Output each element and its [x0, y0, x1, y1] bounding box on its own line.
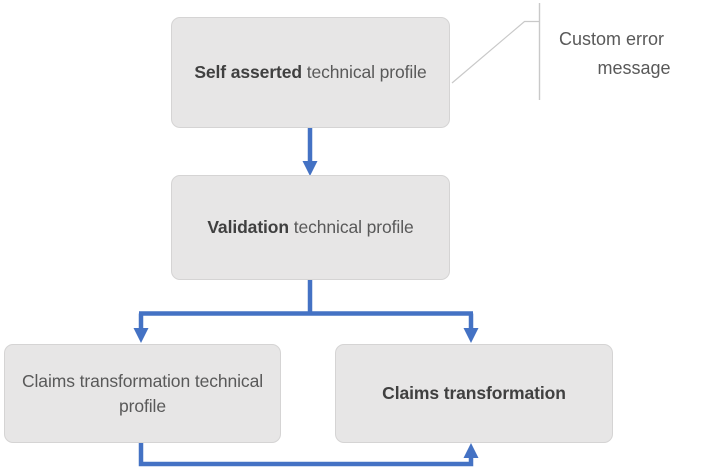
callout-leader-line: [451, 3, 541, 100]
node-label: Self asserted technical profile: [194, 62, 427, 82]
node-validation-technical-profile[interactable]: Validation technical profile: [171, 175, 450, 280]
callout-line-1: Custom error: [559, 29, 665, 49]
node-self-asserted-technical-profile[interactable]: Self asserted technical profile: [171, 17, 450, 128]
node-label: Claims transformation: [382, 383, 566, 403]
connector-self-asserted-to-validation: [302, 128, 318, 176]
connector-claims-feedback-loop: [138, 443, 479, 467]
node-claims-transformation-technical-profile[interactable]: Claims transformation technical profile: [4, 344, 281, 443]
callout-custom-error-message: Custom error message: [559, 25, 709, 83]
callout-line-2: message: [597, 58, 671, 78]
node-label: Validation technical profile: [207, 217, 414, 237]
node-claims-transformation[interactable]: Claims transformation: [335, 344, 613, 443]
node-label: Claims transformation technical profile: [21, 370, 264, 416]
connector-validation-split: [133, 280, 479, 343]
